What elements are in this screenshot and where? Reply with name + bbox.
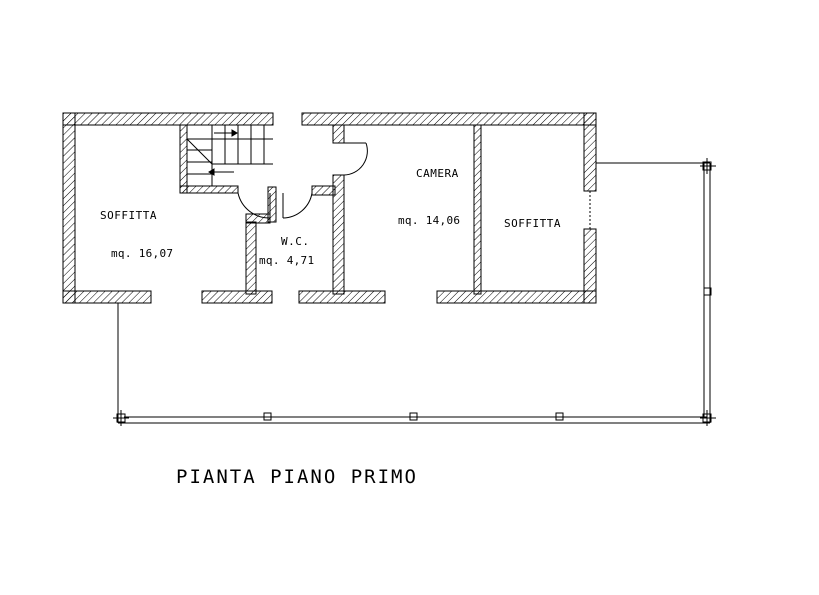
wall-left bbox=[62, 112, 76, 304]
walls bbox=[62, 112, 597, 304]
post-marker bbox=[555, 412, 564, 421]
marker-bottom-right bbox=[700, 410, 716, 426]
room-area-wc: mq. 4,71 bbox=[259, 254, 314, 267]
post-marker bbox=[409, 412, 418, 421]
wall-bottom-2 bbox=[201, 290, 273, 304]
room-name-soffitta-right: SOFFITTA bbox=[504, 217, 561, 230]
wall-right-upper bbox=[583, 112, 597, 192]
marker-top-right bbox=[700, 158, 716, 174]
wall-stair-left bbox=[179, 124, 188, 194]
post-marker bbox=[703, 287, 712, 296]
wall-top-left bbox=[62, 112, 274, 126]
wall-wc-top-right bbox=[311, 185, 336, 196]
wall-camera-left-lower bbox=[332, 174, 345, 295]
wall-camera-right bbox=[473, 124, 482, 295]
wall-bottom-4 bbox=[436, 290, 597, 304]
wall-wc-top-left bbox=[245, 213, 271, 224]
room-area-soffitta-left: mq. 16,07 bbox=[111, 247, 173, 260]
stairs bbox=[186, 125, 273, 186]
terrace-outline bbox=[117, 162, 711, 424]
post-marker bbox=[263, 412, 272, 421]
wall-bottom-1 bbox=[62, 290, 152, 304]
wall-top-right bbox=[301, 112, 597, 126]
plan-title: PIANTA PIANO PRIMO bbox=[176, 466, 418, 488]
room-name-soffitta-left: SOFFITTA bbox=[100, 209, 157, 222]
room-area-camera: mq. 14,06 bbox=[398, 214, 460, 227]
doors bbox=[237, 142, 368, 219]
wall-wc-stub bbox=[267, 186, 277, 223]
wall-camera-left-upper bbox=[332, 124, 345, 144]
room-name-wc: W.C. bbox=[281, 235, 310, 248]
marker-bottom-left bbox=[113, 410, 129, 426]
room-name-camera: CAMERA bbox=[416, 167, 459, 180]
column-markers bbox=[113, 158, 716, 426]
wall-stair-bottom bbox=[179, 185, 239, 194]
wall-wc-left bbox=[245, 221, 257, 295]
